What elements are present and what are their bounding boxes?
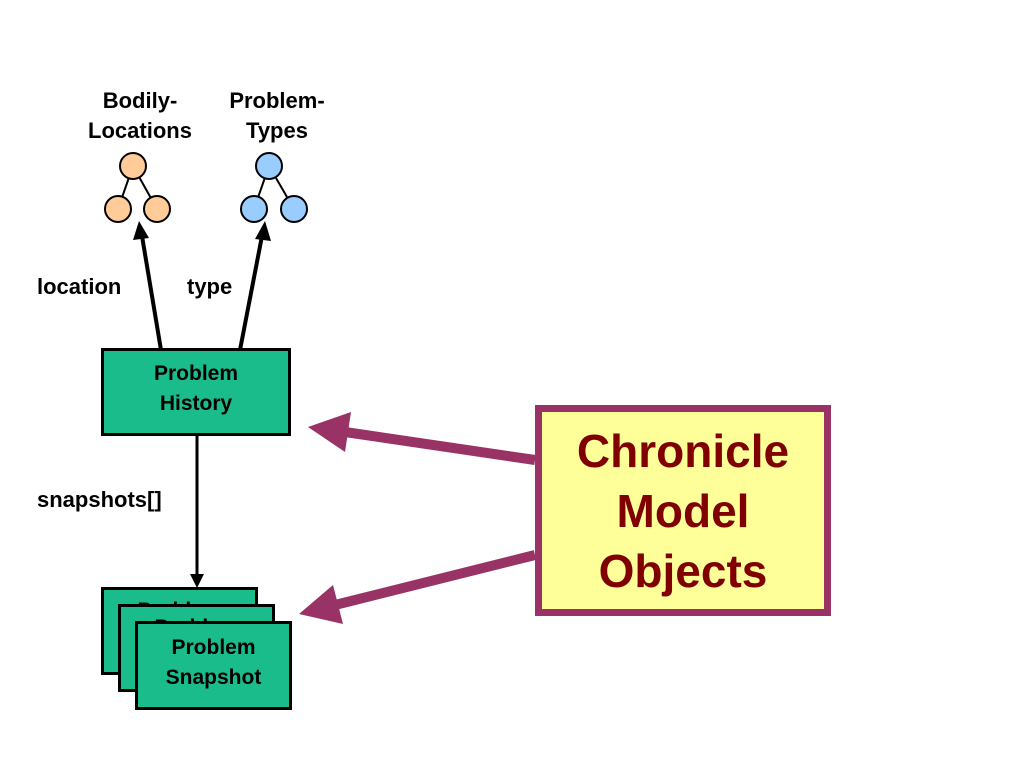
problem-snapshot-node-front: Problem Snapshot [135, 621, 292, 710]
problem-types-label: Problem- Types [229, 88, 325, 143]
bodily-locations-label: Bodily- Locations [88, 88, 192, 143]
problem-types-tree-icon [240, 152, 308, 223]
problem-snapshot-label: Problem Snapshot [165, 636, 262, 689]
snapshots-edge-label: snapshots[] [37, 487, 162, 512]
callout-pointer-to-snapshot [299, 550, 537, 624]
snapshots-arrow [190, 436, 204, 588]
location-arrow [133, 221, 163, 351]
problem-history-node: Problem History [101, 348, 291, 436]
type-edge-label: type [187, 274, 233, 299]
tree-node-root [255, 152, 283, 180]
location-edge-label: location [37, 274, 122, 299]
tree-node-right [280, 195, 308, 223]
bodily-locations-tree-icon [104, 152, 171, 223]
type-arrow [238, 221, 271, 351]
callout-text: Chronicle Model Objects [576, 424, 790, 597]
tree-node-root [119, 152, 147, 180]
callout-pointer-to-history [308, 412, 536, 465]
tree-node-left [104, 195, 132, 223]
tree-node-right [143, 195, 171, 223]
tree-node-left [240, 195, 268, 223]
problem-history-label: Problem History [153, 362, 239, 415]
chronicle-model-objects-callout: Chronicle Model Objects [535, 405, 831, 616]
